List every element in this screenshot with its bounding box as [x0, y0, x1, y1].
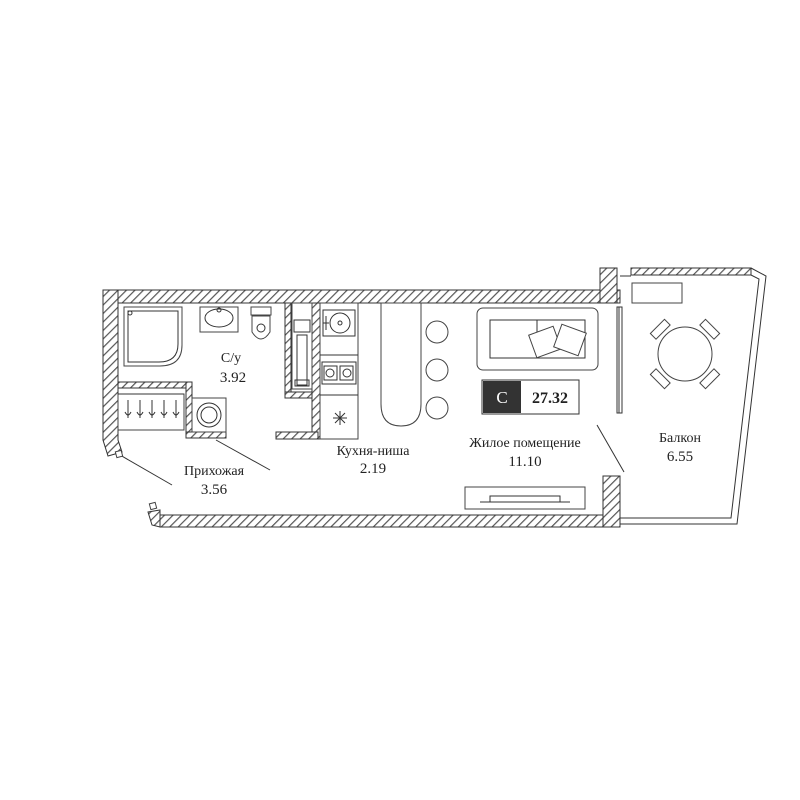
plan-badge: C 27.32 — [481, 379, 580, 415]
washbasin — [199, 306, 239, 333]
sofa — [476, 307, 599, 371]
room-name-hallway: Прихожая — [184, 464, 245, 479]
tv-console — [464, 486, 586, 510]
room-name-living: Жилое помещение — [469, 436, 580, 451]
washing-machine — [191, 397, 227, 433]
wardrobe — [117, 393, 185, 431]
room-name-kitchen: Кухня-ниша — [337, 444, 411, 459]
room-name-bathroom: С/у — [221, 351, 241, 366]
room-name-balcony: Балкон — [659, 431, 701, 446]
entrance-door — [114, 439, 271, 511]
room-area-living: 11.10 — [508, 454, 541, 470]
interior-walls — [117, 302, 321, 440]
room-area-bathroom: 3.92 — [220, 370, 246, 386]
balcony-window — [596, 306, 625, 473]
room-area-balcony: 6.55 — [667, 449, 693, 465]
balcony-outline — [616, 267, 767, 525]
total-area-label: 27.32 — [532, 390, 568, 407]
room-area-kitchen: 2.19 — [360, 461, 386, 477]
fridge-icon — [333, 411, 347, 425]
plan-type-label: C — [496, 388, 507, 407]
cooktop — [321, 361, 357, 385]
room-area-hallway: 3.56 — [201, 482, 228, 498]
toilet — [250, 306, 272, 340]
bar-counter — [380, 302, 422, 427]
utility-cabinet — [291, 302, 313, 390]
bar-stools — [425, 320, 449, 420]
balcony-cabinet — [631, 282, 683, 304]
shower-tray — [123, 306, 183, 367]
balcony-table — [649, 318, 721, 390]
